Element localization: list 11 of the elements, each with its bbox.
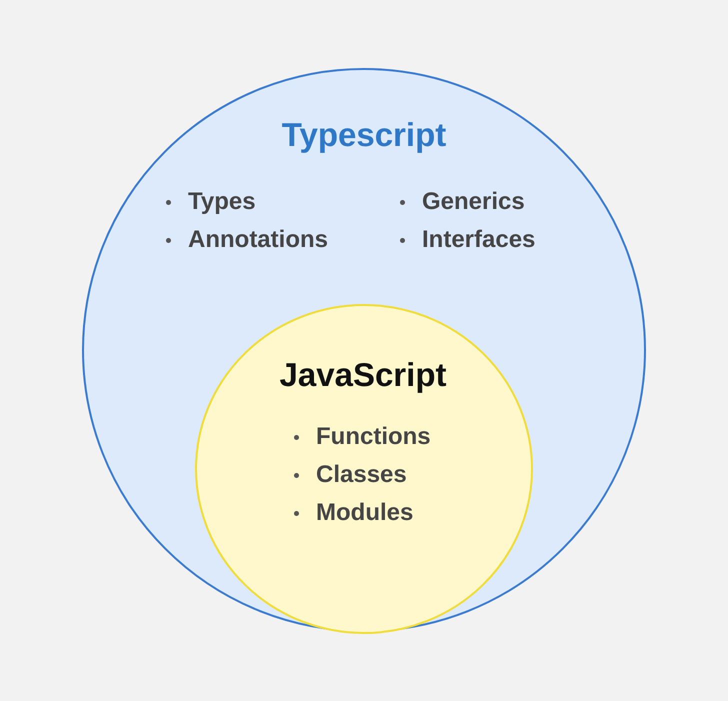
list-item: Annotations (188, 225, 328, 255)
set-title: Typescript (282, 115, 446, 155)
list-item: Functions (316, 422, 431, 452)
list-item: Classes (316, 460, 407, 490)
list-item: Interfaces (422, 225, 536, 255)
list-item: Generics (422, 187, 525, 217)
list-item: Modules (316, 498, 414, 528)
set-circle (195, 304, 533, 634)
set-circle (82, 68, 646, 632)
list-item: Types (188, 187, 256, 217)
set-title: JavaScript (280, 355, 446, 395)
